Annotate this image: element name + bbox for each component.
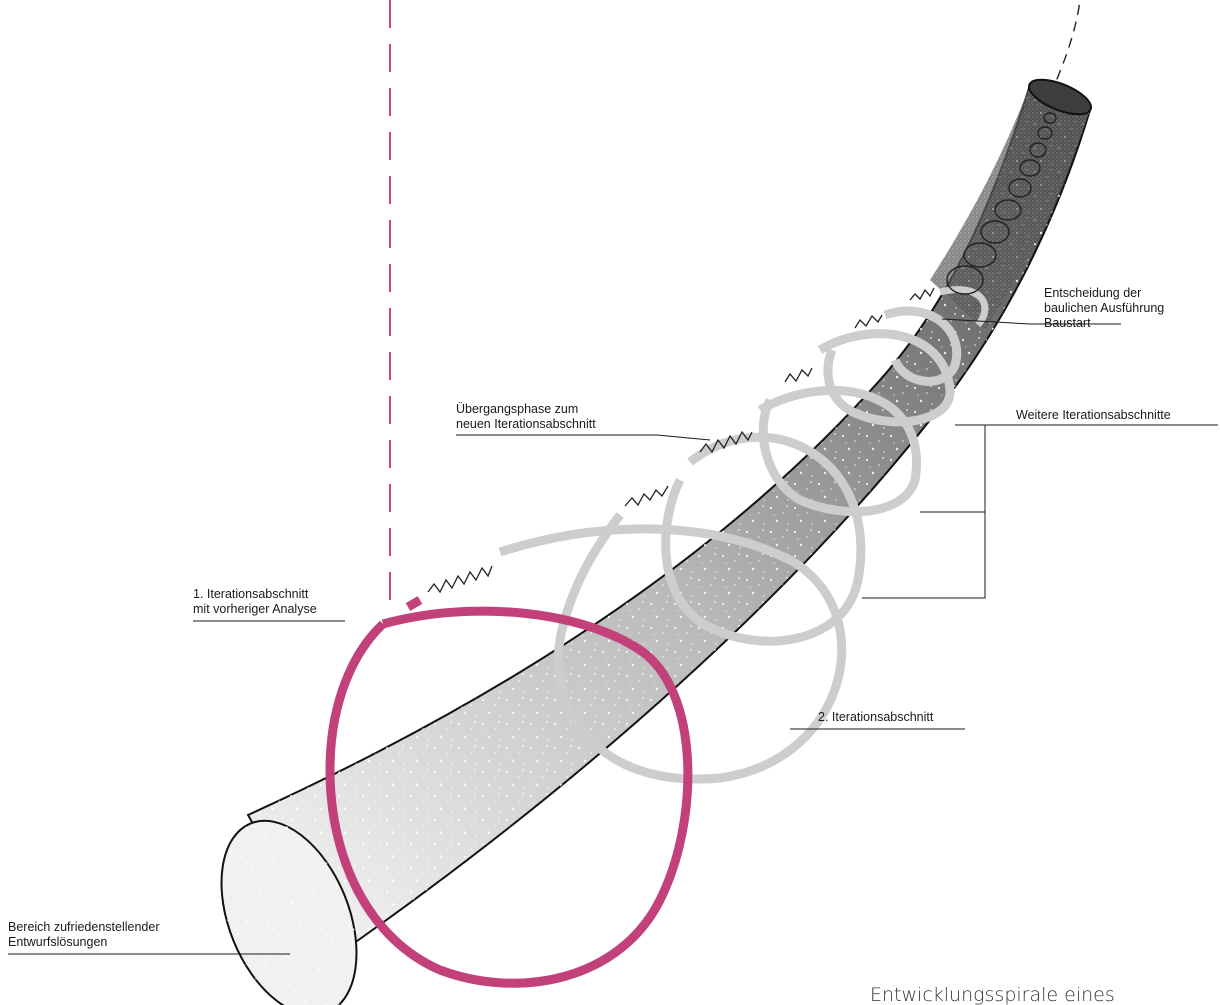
label-entscheidung-line2: baulichen Ausführung — [1044, 301, 1164, 315]
label-bereich: Bereich zufriedenstellender Entwurfslösu… — [8, 920, 163, 949]
label-zweiter: 2. Iterationsabschnitt — [818, 710, 934, 724]
label-weitere: Weitere Iterationsabschnitte — [1016, 408, 1171, 422]
zigzag-1 — [428, 566, 492, 592]
label-erster-line1: 1. Iterationsabschnitt — [193, 587, 309, 601]
zigzag-5 — [855, 315, 882, 328]
label-entscheidung: Entscheidung der baulichen Ausführung Ba… — [1044, 286, 1168, 330]
zigzag-6 — [910, 288, 934, 300]
label-erster-line2: mit vorheriger Analyse — [193, 602, 317, 616]
label-erster: 1. Iterationsabschnitt mit vorheriger An… — [193, 587, 317, 616]
label-uebergang: Übergangsphase zum neuen Iterationsabsch… — [456, 402, 596, 431]
label-bereich-line2: Entwurfslösungen — [8, 935, 107, 949]
label-bereich-line1: Bereich zufriedenstellender — [8, 920, 159, 934]
label-uebergang-line1: Übergangsphase zum — [456, 402, 578, 416]
label-entscheidung-line1: Entscheidung der — [1044, 286, 1141, 300]
label-uebergang-line2: neuen Iterationsabschnitt — [456, 417, 596, 431]
zigzag-2 — [625, 486, 668, 506]
label-entscheidung-line3: Baustart — [1044, 316, 1091, 330]
zigzag-4 — [785, 368, 812, 382]
caption: Entwicklungsspirale eines — [870, 984, 1115, 1005]
